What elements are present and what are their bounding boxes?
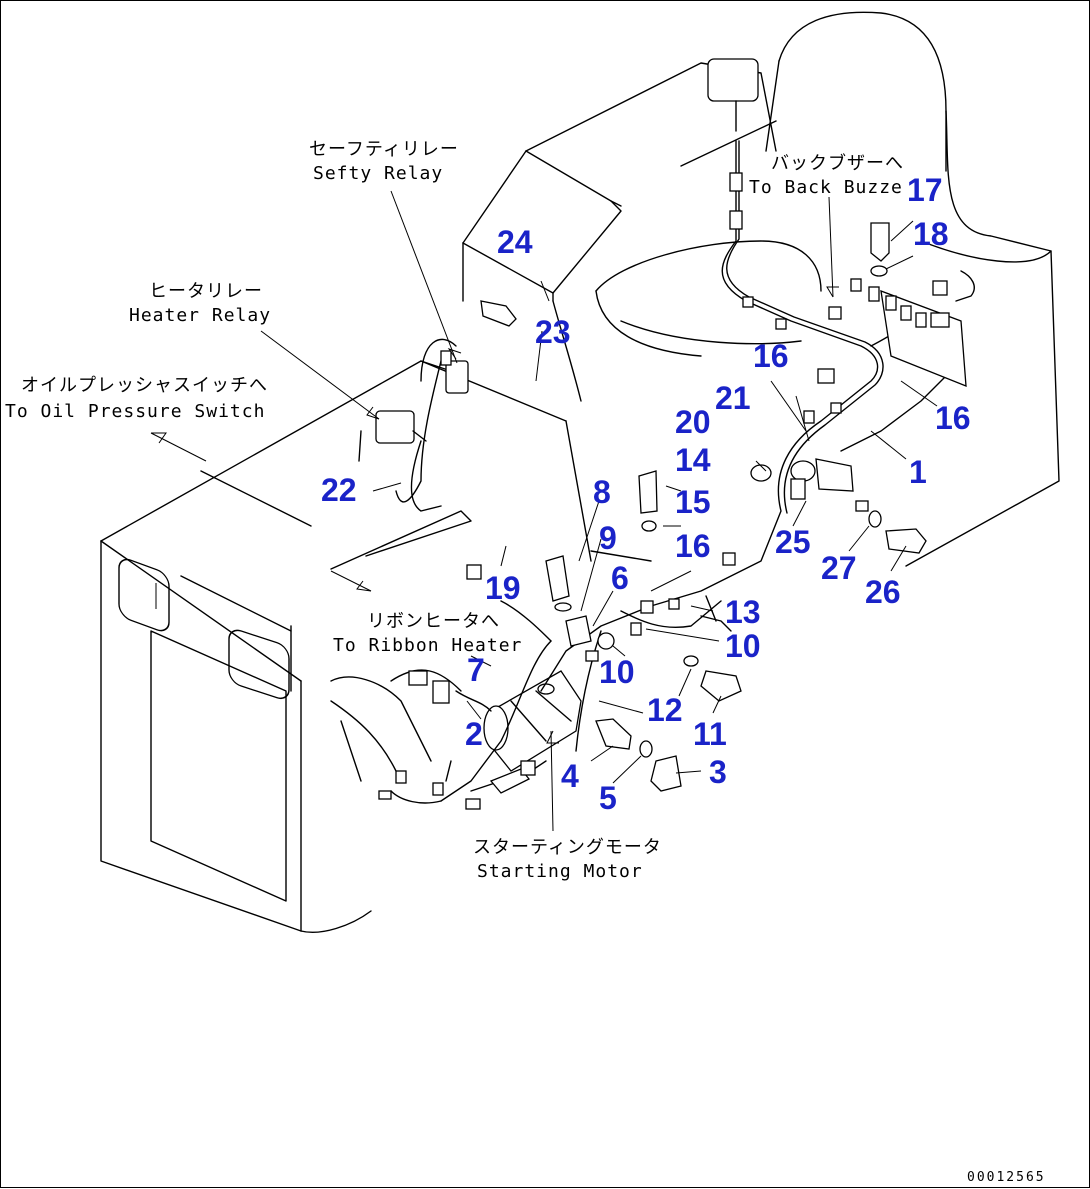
note-starting-motor-en: Starting Motor <box>477 861 643 882</box>
callout-14: 14 <box>675 442 711 478</box>
callout-27: 27 <box>821 550 857 586</box>
note-oil-pressure-jp: オイルプレッシャスイッチへ <box>21 375 268 396</box>
callout-13: 13 <box>725 594 761 630</box>
clamp-6 <box>565 615 592 647</box>
callout-8: 8 <box>593 474 611 510</box>
note-back-buzzer-jp: バックブザーへ <box>771 152 904 174</box>
bolt-17 <box>870 222 890 262</box>
item-19 <box>466 564 482 580</box>
washer-15 <box>641 520 657 532</box>
components <box>358 58 967 810</box>
callout-3: 3 <box>709 754 727 790</box>
note-heater-relay-en: Heater Relay <box>129 305 271 326</box>
callout-16c: 16 <box>675 528 711 564</box>
connector-24 <box>480 300 517 327</box>
callout-18: 18 <box>913 216 949 252</box>
washer-12 <box>683 655 699 667</box>
callout-6: 6 <box>611 560 629 596</box>
note-heater-relay-jp: ヒータリレー <box>149 281 263 302</box>
grommet-20 <box>750 464 772 482</box>
callout-26: 26 <box>865 574 901 610</box>
callout-23: 23 <box>535 314 571 350</box>
note-starting-motor-jp: スターティングモータ <box>473 837 662 858</box>
washer-5 <box>639 740 653 758</box>
note-back-buzzer-en: To Back Buzze <box>749 177 903 198</box>
notes: セーフティリレー Sefty Relay ヒータリレー Heater Relay… <box>5 139 904 882</box>
washer-18 <box>870 265 888 277</box>
callout-7: 7 <box>467 652 485 688</box>
note-oil-pressure-en: To Oil Pressure Switch <box>5 401 265 422</box>
clamp-10b <box>630 622 642 636</box>
note-safety-relay-jp: セーフティリレー <box>309 139 459 160</box>
drawing-code: 00012565 <box>967 1170 1046 1185</box>
callout-16b: 16 <box>935 400 971 436</box>
bolt-14 <box>638 470 658 514</box>
heater-relay <box>375 410 415 444</box>
note-ribbon-heater-jp: リボンヒータへ <box>367 611 500 632</box>
connector-7 <box>432 680 450 704</box>
bolt-8 <box>545 555 570 602</box>
buzzer-housing <box>707 58 759 102</box>
bracket-3 <box>650 755 682 792</box>
callout-24: 24 <box>497 224 533 260</box>
callout-22: 22 <box>321 472 357 508</box>
callout-11: 11 <box>693 716 727 752</box>
callout-17: 17 <box>907 172 943 208</box>
callout-15: 15 <box>675 484 711 520</box>
bolt-11 <box>700 670 742 702</box>
callout-12: 12 <box>647 692 683 728</box>
callout-5: 5 <box>599 780 617 816</box>
callout-21: 21 <box>715 380 751 416</box>
note-safety-relay-en: Sefty Relay <box>313 163 443 184</box>
leader-lines <box>150 190 938 832</box>
part-callouts: 1 2 3 4 5 6 7 8 9 10 10 11 12 13 14 15 1… <box>321 172 971 816</box>
callout-1: 1 <box>909 454 927 490</box>
block-25 <box>815 458 854 492</box>
callout-16a: 16 <box>753 338 789 374</box>
clamp-10a <box>597 632 615 650</box>
bolt-26 <box>885 528 927 554</box>
note-ribbon-heater-en: To Ribbon Heater <box>333 635 522 656</box>
callout-25: 25 <box>775 524 811 560</box>
clamp-21 <box>790 460 816 482</box>
safety-relay <box>445 360 469 394</box>
callout-4: 4 <box>561 758 579 794</box>
callout-9: 9 <box>599 520 617 556</box>
callout-10b: 10 <box>725 628 761 664</box>
callout-10a: 10 <box>599 654 635 690</box>
callout-19: 19 <box>485 570 521 606</box>
callout-2: 2 <box>465 716 483 752</box>
washer-27 <box>868 510 882 528</box>
callout-20: 20 <box>675 404 711 440</box>
bolt-4 <box>595 718 632 750</box>
